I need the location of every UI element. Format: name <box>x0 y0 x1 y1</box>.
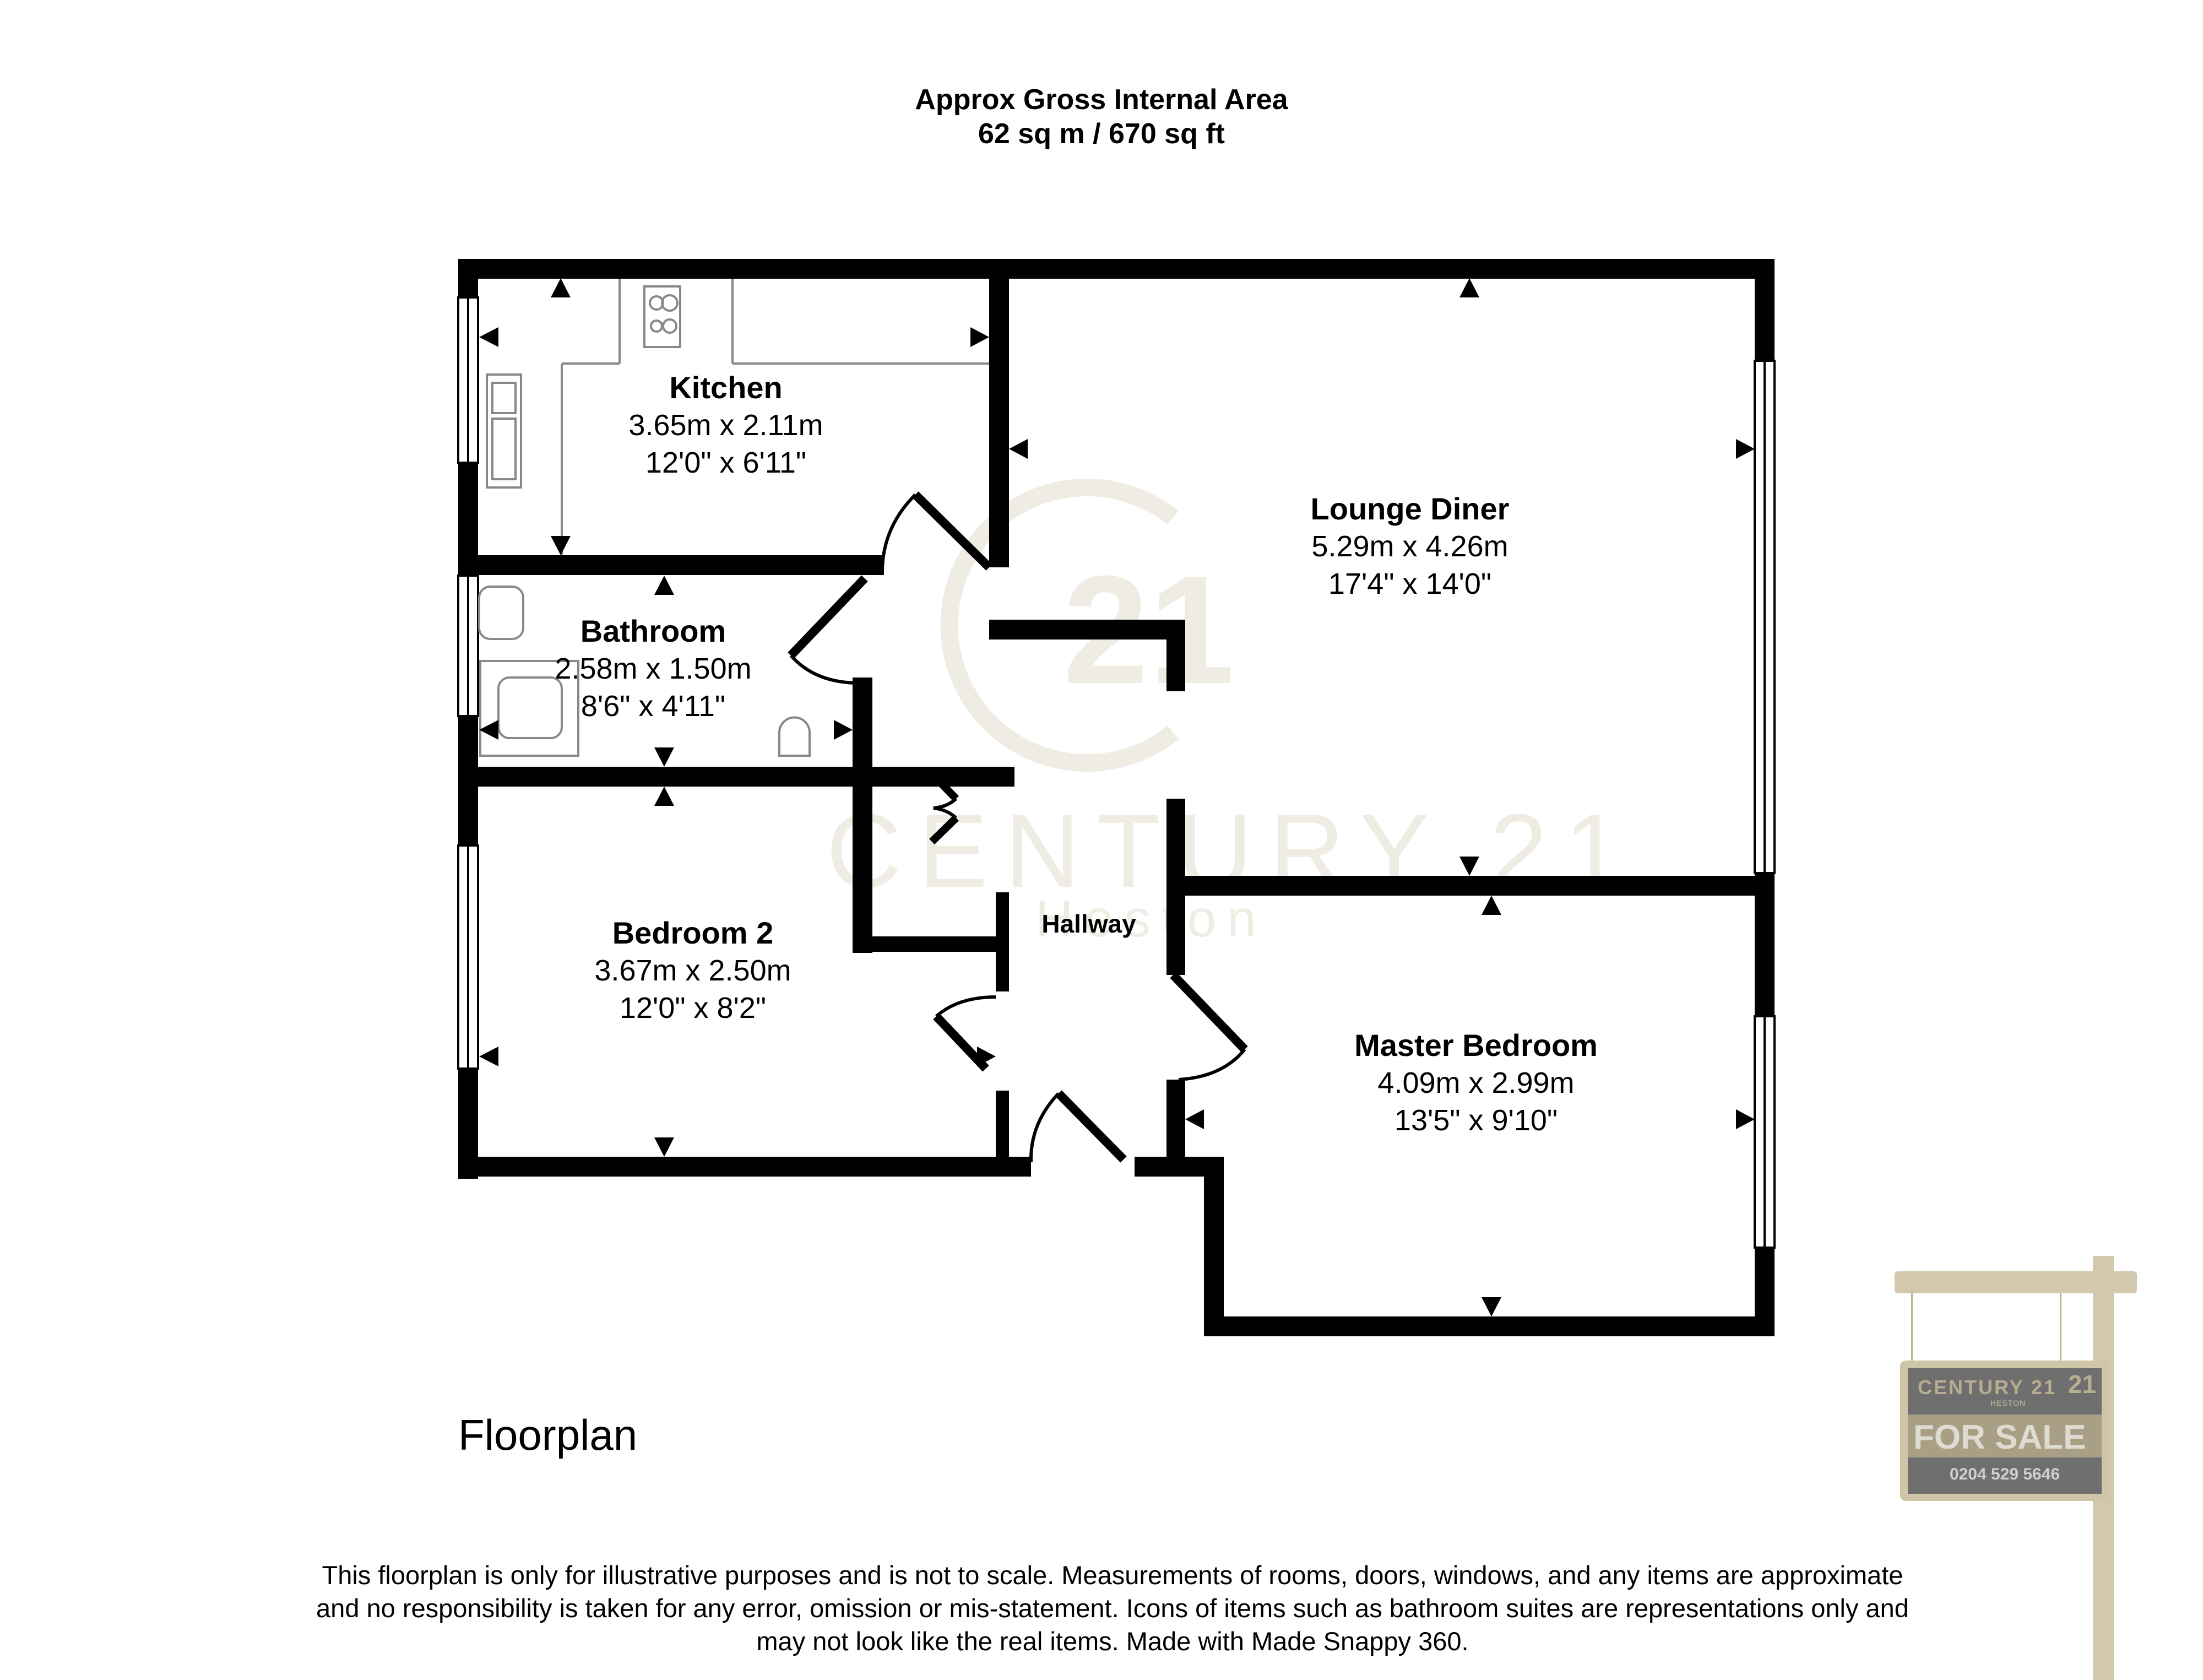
sign-headline-band: FOR SALE <box>1908 1415 2102 1457</box>
sign-brand: CENTURY 21 <box>1918 1376 2057 1399</box>
area-title: Approx Gross Internal Area <box>915 84 1288 116</box>
sign-wire <box>1911 1293 1913 1361</box>
room-name: Bathroom <box>580 614 726 648</box>
doors <box>788 491 1248 1163</box>
fixtures <box>478 279 989 757</box>
toilet-icon <box>478 586 524 640</box>
svg-text:Heston: Heston <box>1035 890 1267 948</box>
windows <box>457 296 1776 1249</box>
room-kitchen: Kitchen 3.65m x 2.11m 12'0" x 6'11" <box>628 369 823 481</box>
room-dim-metric: 3.67m x 2.50m <box>594 954 791 987</box>
room-dim-imperial: 17'4" x 14'0" <box>1328 567 1492 600</box>
sign-arm <box>1895 1271 2137 1293</box>
sink-icon <box>486 373 522 489</box>
room-name: Lounge Diner <box>1310 491 1510 526</box>
room-master-bedroom: Master Bedroom 4.09m x 2.99m 13'5" x 9'1… <box>1354 1027 1598 1139</box>
sign-brand-panel: CENTURY 21 HESTON 21 <box>1908 1368 2102 1415</box>
for-sale-sign: CENTURY 21 HESTON 21 FOR SALE 0204 529 5… <box>1895 1256 2203 1680</box>
sign-location: HESTON <box>1990 1399 2026 1407</box>
sign-wire <box>2060 1293 2061 1361</box>
room-name: Master Bedroom <box>1354 1028 1598 1063</box>
room-bathroom: Bathroom 2.58m x 1.50m 8'6" x 4'11" <box>555 613 751 725</box>
disclaimer-line: This floorplan is only for illustrative … <box>322 1560 1903 1590</box>
disclaimer: This floorplan is only for illustrative … <box>275 1559 1950 1658</box>
area-value: 62 sq m / 670 sq ft <box>978 118 1225 150</box>
hob-icon <box>643 285 681 348</box>
disclaimer-line: and no responsibility is taken for any e… <box>316 1594 1909 1623</box>
sign-board: CENTURY 21 HESTON 21 FOR SALE 0204 529 5… <box>1900 1361 2109 1501</box>
room-lounge-diner: Lounge Diner 5.29m x 4.26m 17'4" x 14'0" <box>1311 490 1510 603</box>
room-dim-metric: 4.09m x 2.99m <box>1377 1066 1575 1099</box>
measure-arrows <box>479 278 1755 1316</box>
room-dim-metric: 3.65m x 2.11m <box>628 409 823 442</box>
room-name: Bedroom 2 <box>612 915 774 950</box>
basin-icon <box>778 716 811 757</box>
room-dim-imperial: 8'6" x 4'11" <box>580 690 726 723</box>
disclaimer-line: may not look like the real items. Made w… <box>756 1627 1469 1656</box>
room-bedroom-2: Bedroom 2 3.67m x 2.50m 12'0" x 8'2" <box>594 914 791 1027</box>
room-dim-metric: 2.58m x 1.50m <box>555 652 752 685</box>
room-dim-metric: 5.29m x 4.26m <box>1311 530 1509 563</box>
sign-phone-panel: 0204 529 5646 <box>1908 1457 2102 1494</box>
sign-headline: FOR SALE <box>1913 1418 2086 1456</box>
century21-logo-icon: 21 <box>2068 1370 2096 1399</box>
bath-icon <box>479 660 579 757</box>
sign-phone: 0204 529 5646 <box>1949 1465 2060 1483</box>
room-dim-imperial: 13'5" x 9'10" <box>1394 1104 1558 1137</box>
room-hallway: Hallway <box>1041 909 1136 938</box>
room-dim-imperial: 12'0" x 8'2" <box>619 991 767 1025</box>
room-name: Kitchen <box>669 370 783 405</box>
area-header: Approx Gross Internal Area 62 sq m / 670… <box>0 83 2203 151</box>
floor-label: Floorplan <box>458 1411 638 1459</box>
room-dim-imperial: 12'0" x 6'11" <box>645 446 807 479</box>
